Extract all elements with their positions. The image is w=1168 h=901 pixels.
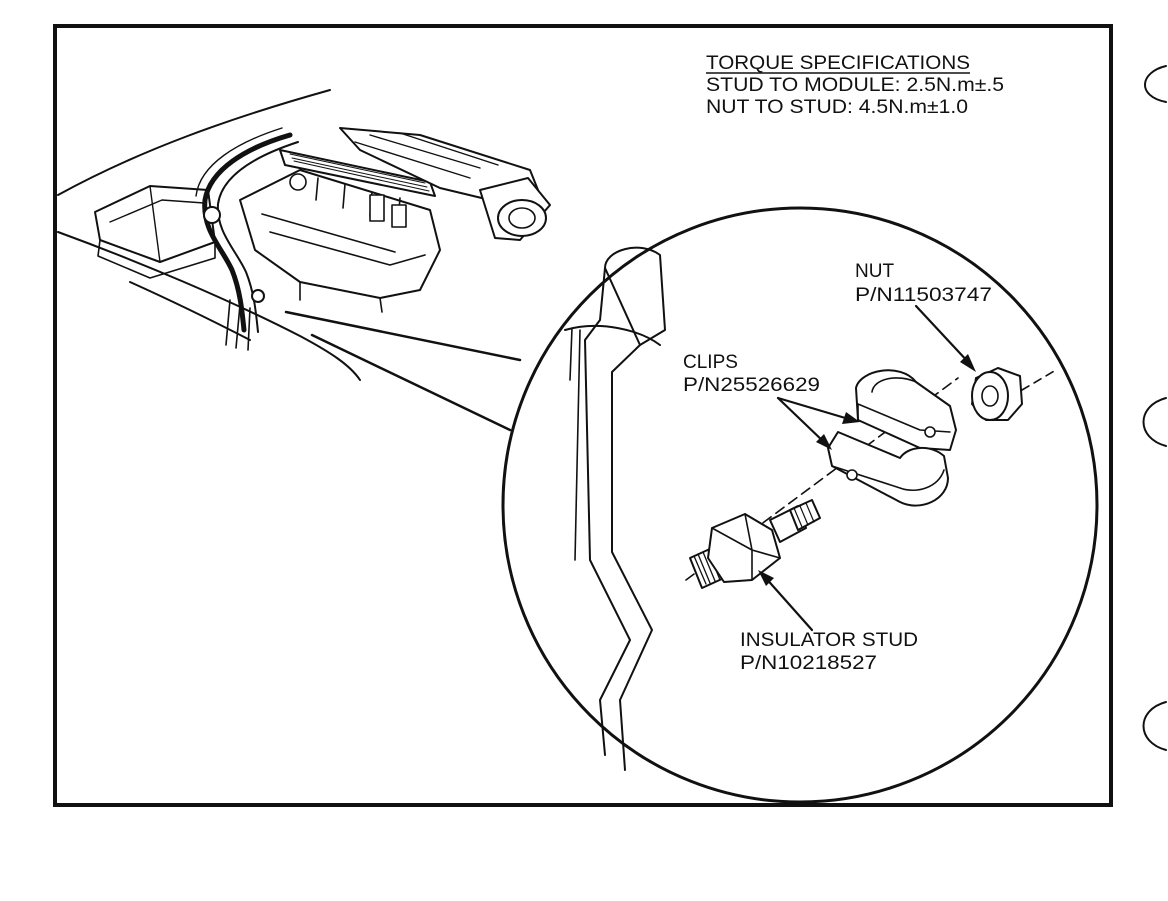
torque-stud-to-module: STUD TO MODULE: 2.5N.m±.5 [706,75,1004,96]
binder-holes [1142,65,1167,751]
insulator-stud-part [685,377,959,589]
clips-part [827,369,957,507]
detail-leader-line [284,310,522,362]
clips-label: CLIPS [683,352,738,373]
torque-specifications: TORQUE SPECIFICATIONS STUD TO MODULE: 2.… [706,53,1004,118]
insulator-stud-part-number: P/N10218527 [740,653,877,674]
torque-title: TORQUE SPECIFICATIONS [706,53,970,74]
nut-label: NUT [855,261,894,282]
nut-part [971,367,1057,421]
callout-arrows [758,304,976,632]
torque-nut-to-stud: NUT TO STUD: 4.5N.m±1.0 [706,97,968,118]
nut-part-number: P/N11503747 [855,285,992,306]
insulator-stud-label: INSULATOR STUD [740,630,918,651]
engine-compartment-illustration [57,89,551,381]
clips-part-number: P/N25526629 [683,375,820,396]
